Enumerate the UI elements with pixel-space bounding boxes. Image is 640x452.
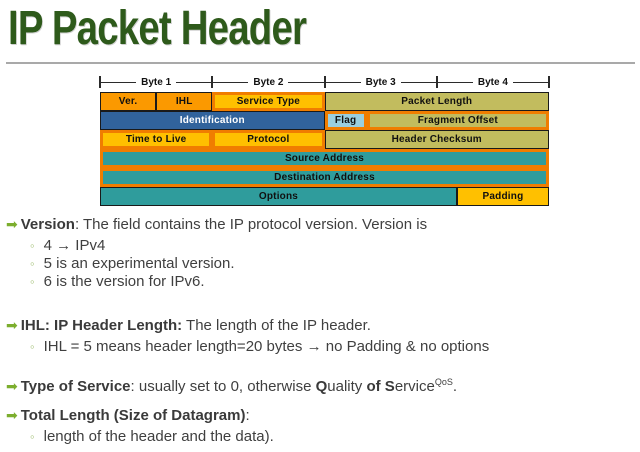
field-service-type: Service Type (212, 92, 325, 111)
ruler-line (324, 82, 361, 83)
field-padding: Padding (456, 187, 549, 206)
sub-bullet-text: IHL = 5 means header length=20 bytes → n… (43, 338, 490, 355)
byte-label: Byte 3 (365, 77, 396, 88)
ruler-line (288, 82, 325, 83)
arrow-bullet-icon: ➡ (6, 317, 18, 333)
field-identification: Identification (100, 111, 325, 130)
field-options: Options (100, 187, 457, 206)
circle-bullet-icon: ◦ (30, 238, 35, 253)
sub-bullet-v5: ◦ 5 is an experimental version. (6, 255, 638, 273)
bullet-ihl-text: IHL: IP Header Length: The length of the… (20, 317, 371, 334)
ruler-line (176, 82, 213, 83)
ruler-line (436, 82, 473, 83)
field-row: Source Address (100, 149, 549, 168)
spacer (6, 356, 638, 376)
arrow-bullet-icon: ➡ (6, 407, 18, 423)
ruler-tick (211, 76, 214, 88)
ruler-tick (99, 76, 101, 88)
field-source-address: Source Address (100, 149, 549, 168)
ruler-tick (548, 76, 550, 88)
field-ver-: Ver. (100, 92, 157, 111)
bullet-ihl: ➡ IHL: IP Header Length: The length of t… (6, 315, 638, 336)
byte-label: Byte 1 (141, 77, 172, 88)
field-protocol: Protocol (212, 130, 325, 149)
byte-ruler-segment: Byte 3 (324, 77, 437, 88)
ruler-tick (435, 76, 438, 88)
arrow-bullet-icon: ➡ (6, 378, 18, 394)
circle-bullet-icon: ◦ (30, 274, 35, 289)
byte-label: Byte 4 (477, 77, 508, 88)
qos-superscript: QoS (434, 377, 453, 387)
ruler-line (400, 82, 437, 83)
bullet-total-text: Total Length (Size of Datagram): (20, 407, 250, 424)
bullet-tos-text: Type of Service: usually set to 0, other… (20, 377, 458, 396)
circle-bullet-icon: ◦ (30, 429, 35, 444)
ruler-line (100, 82, 137, 83)
field-row: Destination Address (100, 168, 549, 187)
title-divider (6, 62, 635, 64)
field-fragment-offset: Fragment Offset (366, 111, 549, 130)
field-time-to-live: Time to Live (100, 130, 213, 149)
byte-ruler: Byte 1 Byte 2 Byte 3 Byte 4 (99, 75, 550, 90)
bullet-total-length: ➡ Total Length (Size of Datagram): (6, 405, 638, 426)
bullet-version-text: Version: The field contains the IP proto… (20, 216, 428, 233)
sub-bullet-ipv4: ◦ 4 → IPv4 (6, 237, 638, 255)
field-flag: Flag (324, 111, 367, 130)
arrow-bullet-icon: ➡ (6, 216, 18, 232)
field-ihl: IHL (156, 92, 213, 111)
byte-ruler-segment: Byte 4 (436, 77, 550, 88)
sub-bullet-text: 6 is the version for IPv6. (43, 273, 205, 290)
field-packet-length: Packet Length (324, 92, 549, 111)
sub-bullet-v6: ◦ 6 is the version for IPv6. (6, 273, 638, 291)
ruler-line (512, 82, 550, 83)
byte-ruler-segment: Byte 2 (212, 77, 325, 88)
byte-ruler-segment: Byte 1 (100, 77, 213, 88)
spacer (6, 291, 638, 315)
bullet-list: ➡ Version: The field contains the IP pro… (6, 214, 638, 446)
circle-bullet-icon: ◦ (30, 256, 35, 271)
field-header-checksum: Header Checksum (324, 130, 549, 149)
page-title: IP Packet Header (8, 2, 307, 55)
sub-bullet-text: 5 is an experimental version. (43, 255, 235, 272)
sub-bullet-ihl5: ◦ IHL = 5 means header length=20 bytes →… (6, 338, 638, 356)
ruler-tick (323, 76, 326, 88)
byte-label: Byte 2 (253, 77, 284, 88)
sub-bullet-total: ◦ length of the header and the data). (6, 428, 638, 446)
bullet-version: ➡ Version: The field contains the IP pro… (6, 214, 638, 235)
circle-bullet-icon: ◦ (30, 339, 35, 354)
sub-bullet-text: 4 → IPv4 (43, 237, 106, 254)
ruler-line (212, 82, 249, 83)
bullet-type-of-service: ➡ Type of Service: usually set to 0, oth… (6, 376, 638, 397)
sub-bullet-text: length of the header and the data). (43, 428, 274, 445)
field-destination-address: Destination Address (100, 168, 549, 187)
